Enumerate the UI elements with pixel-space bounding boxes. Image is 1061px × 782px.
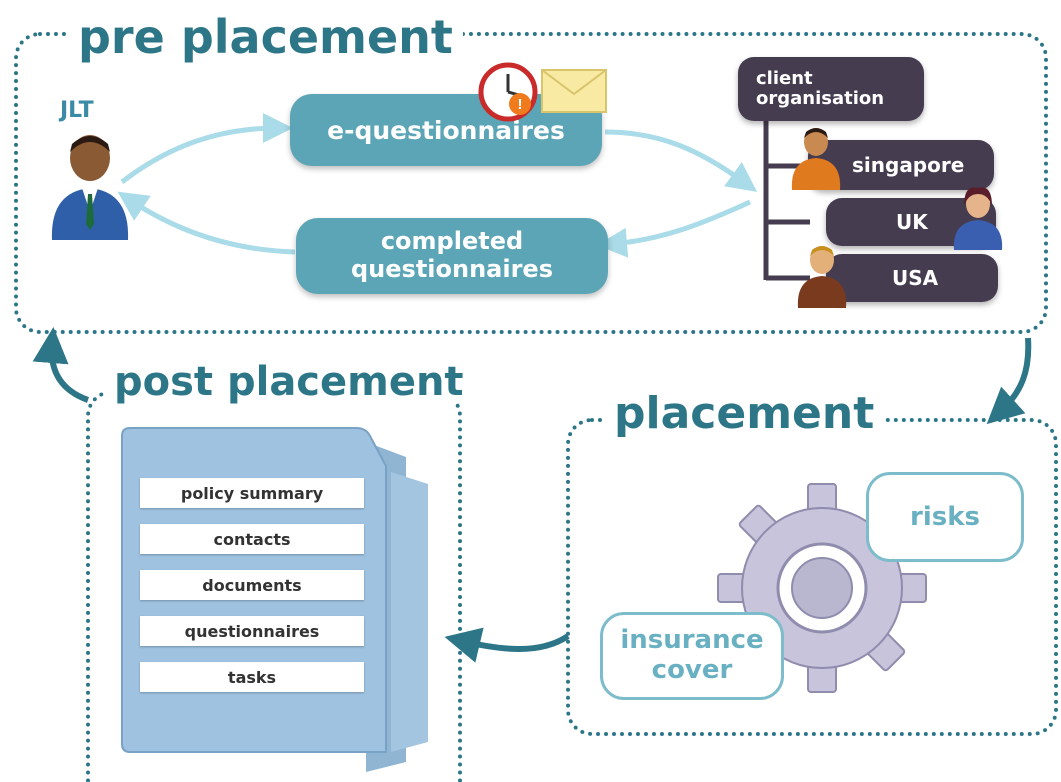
branch-usa: USA xyxy=(826,254,998,302)
branch-singapore: singapore xyxy=(808,140,994,190)
pre-placement-box xyxy=(14,32,1048,334)
branch-singapore-label: singapore xyxy=(852,153,965,177)
uk-person-icon xyxy=(953,187,1003,250)
tasks-label: tasks xyxy=(227,667,277,687)
folder-item-questionnaires: questionnaires xyxy=(140,616,364,646)
singapore-person-icon xyxy=(791,128,841,190)
branch-uk-label: UK xyxy=(896,210,928,234)
completed-label-line2: questionnaires xyxy=(350,255,553,283)
arrow-placement-to-post xyxy=(444,627,570,663)
risks-label: risks xyxy=(910,502,980,532)
e-questionnaires-label: e-questionnaires xyxy=(327,115,565,145)
jlt-person-icon xyxy=(51,135,129,240)
folder-item-tasks: tasks xyxy=(140,662,364,692)
post-placement-title: post placement xyxy=(106,362,472,402)
insurance-cover-line2: cover xyxy=(651,655,733,685)
arrow-client-to-completed xyxy=(597,199,752,258)
completed-label-line1: completed xyxy=(380,227,524,256)
arrow-post-to-pre xyxy=(32,327,90,403)
pre-placement-title: pre placement xyxy=(68,14,463,60)
documents-label: documents xyxy=(202,575,302,595)
arrow-completed-to-jlt xyxy=(117,191,296,255)
folder-item-policy-summary: policy summary xyxy=(140,478,364,508)
client-org-line2: organisation xyxy=(756,88,885,109)
insurance-cover-line1: insurance xyxy=(620,625,764,656)
envelope-icon xyxy=(541,69,607,113)
arrow-jlt-to-equestionnaire xyxy=(120,113,293,184)
client-organisation-box: client organisation xyxy=(738,57,924,121)
folder-item-contacts: contacts xyxy=(140,524,364,554)
branch-usa-label: USA xyxy=(892,266,939,290)
arrow-pre-to-placement xyxy=(986,337,1032,425)
client-org-line1: client xyxy=(756,68,813,90)
questionnaires-label: questionnaires xyxy=(184,621,320,641)
insurance-cover-box: insurance cover xyxy=(600,612,784,700)
jlt-label: JLT xyxy=(60,98,94,123)
folder-item-documents: documents xyxy=(140,570,364,600)
placement-title: placement xyxy=(604,392,885,436)
svg-text:!: ! xyxy=(518,96,523,113)
warning-icon: ! xyxy=(509,93,531,115)
policy-summary-label: policy summary xyxy=(180,483,324,503)
contacts-label: contacts xyxy=(213,529,291,549)
folder-icon xyxy=(121,427,428,772)
arrow-equestionnaire-to-client xyxy=(604,129,758,192)
completed-questionnaires-pill: completed questionnaires xyxy=(296,218,608,294)
risks-box: risks xyxy=(866,472,1024,562)
usa-person-icon xyxy=(797,246,847,308)
